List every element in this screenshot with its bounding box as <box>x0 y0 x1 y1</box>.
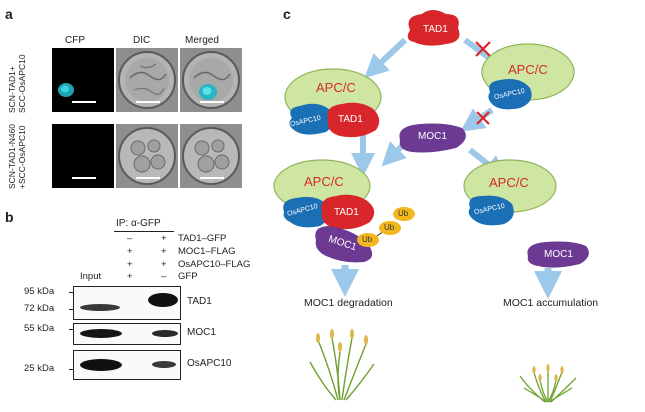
arrow-moc1-to-apcc <box>468 147 508 180</box>
ip-label: IP: α-GFP <box>116 218 161 229</box>
scale-bar <box>136 177 160 179</box>
column-header-merged: Merged <box>185 35 219 46</box>
label-moc1-accumulation: MOC1 accumulation <box>503 297 599 309</box>
blot-band <box>80 359 122 371</box>
mark-r1-c2: – <box>127 233 133 244</box>
arrow-tad1-to-complex <box>364 37 408 79</box>
arrow-moc1-to-complex <box>381 135 413 167</box>
cfp-image-row1 <box>52 48 114 112</box>
label-moc1-middle: MOC1 <box>418 131 447 142</box>
mark-r1-c3: + <box>161 233 167 244</box>
cfp-signal <box>58 83 74 97</box>
condition-label-gfp: GFP <box>178 271 198 282</box>
mark-r4-c2: + <box>127 271 133 282</box>
cfp-image-row2 <box>52 124 114 188</box>
marker-tick <box>69 292 73 293</box>
rice-panicles <box>316 329 368 352</box>
block-cross-2 <box>476 111 490 125</box>
blot-label-moc1: MOC1 <box>187 327 216 338</box>
mark-r3-c2: + <box>127 259 133 270</box>
dic-image-row2 <box>116 124 178 188</box>
blot-band <box>80 329 122 338</box>
merged-image-row1 <box>180 48 242 112</box>
condition-label-moc1-flag: MOC1–FLAG <box>178 246 236 257</box>
ip-underline <box>114 231 174 232</box>
merged-cell <box>180 48 242 112</box>
row-label-2: SCN-TAD1-N460 +SCC-OsAPC10 <box>7 124 27 189</box>
condition-label-tad1-gfp: TAD1–GFP <box>178 233 227 244</box>
label-ub-3: Ub <box>398 209 409 218</box>
mark-r3-c3: + <box>161 259 167 270</box>
dic-image-row1 <box>116 48 178 112</box>
scale-bar <box>200 101 224 103</box>
mark-r4-c3: – <box>161 271 167 282</box>
mark-r2-c3: + <box>161 246 167 257</box>
row-label-2-line2: +SCC-OsAPC10 <box>17 125 27 189</box>
marker-95kda: 95 kDa <box>24 286 55 297</box>
merged-image-row2 <box>180 124 242 188</box>
dic-cell <box>116 124 178 188</box>
label-moc1-free: MOC1 <box>544 249 573 260</box>
row-label-1: SCN-TAD1+ SCC-OsAPC10 <box>7 54 27 113</box>
marker-tick <box>69 309 73 310</box>
mark-r2-c2: + <box>127 246 133 257</box>
blot-band <box>148 293 178 307</box>
marker-25kda: 25 kDa <box>24 363 55 374</box>
label-moc1-degradation: MOC1 degradation <box>304 297 393 309</box>
label-osapc10-complex-1: OsAPC10 <box>289 114 322 129</box>
marker-tick <box>69 369 73 370</box>
blot-band <box>152 361 176 368</box>
label-ub-2: Ub <box>384 223 395 232</box>
panel-a-letter: a <box>5 6 13 22</box>
condition-label-osapc10-flag: OsAPC10–FLAG <box>178 259 251 270</box>
label-tad1-top: TAD1 <box>423 24 448 35</box>
rice-panicles-small <box>532 364 564 382</box>
rice-plant-tillered <box>519 370 577 403</box>
label-osapc10-complex-2: OsAPC10 <box>286 203 319 218</box>
label-moc1-bound: MOC1 <box>327 233 358 254</box>
column-header-cfp: CFP <box>65 35 85 46</box>
marker-72kda: 72 kDa <box>24 303 55 314</box>
marker-55kda: 55 kDa <box>24 323 55 334</box>
label-osapc10-free-2: OsAPC10 <box>473 202 506 217</box>
blot-band <box>152 330 178 337</box>
label-apcc-complex-1: APC/C <box>316 80 356 95</box>
rice-plant-tall <box>309 337 375 401</box>
marker-tick <box>69 329 73 330</box>
row-label-1-line1: SCN-TAD1+ <box>7 66 17 113</box>
blot-label-osapc10: OsAPC10 <box>187 358 232 369</box>
label-tad1-complex-2: TAD1 <box>334 207 359 218</box>
input-lane-label: Input <box>80 271 102 282</box>
label-osapc10-free-1: OsAPC10 <box>493 87 526 102</box>
apcc-complex-1 <box>284 68 382 126</box>
label-apcc-complex-2: APC/C <box>304 174 344 189</box>
blot-band <box>80 304 120 311</box>
arrow-tad1-to-free-apcc <box>463 37 510 74</box>
row-label-2-line1: SCN-TAD1-N460 <box>7 123 17 189</box>
block-cross-1 <box>475 41 491 57</box>
label-apcc-free-2: APC/C <box>489 175 529 190</box>
label-tad1-complex-1: TAD1 <box>338 114 363 125</box>
blot-moc1 <box>73 323 181 345</box>
panel-c-letter: c <box>283 6 291 22</box>
column-header-dic: DIC <box>133 35 151 46</box>
scale-bar <box>72 177 96 179</box>
arrow-free-apcc-to-moc1 <box>460 107 494 132</box>
row-label-1-line2: SCC-OsAPC10 <box>17 54 27 113</box>
blot-label-tad1: TAD1 <box>187 296 212 307</box>
label-ub-1: Ub <box>362 235 373 244</box>
scale-bar <box>200 177 224 179</box>
blot-tad1 <box>73 286 181 320</box>
scale-bar <box>72 101 96 103</box>
panel-b-letter: b <box>5 209 14 225</box>
scale-bar <box>136 101 160 103</box>
label-apcc-free-1: APC/C <box>508 62 548 77</box>
blot-osapc10 <box>73 350 181 380</box>
